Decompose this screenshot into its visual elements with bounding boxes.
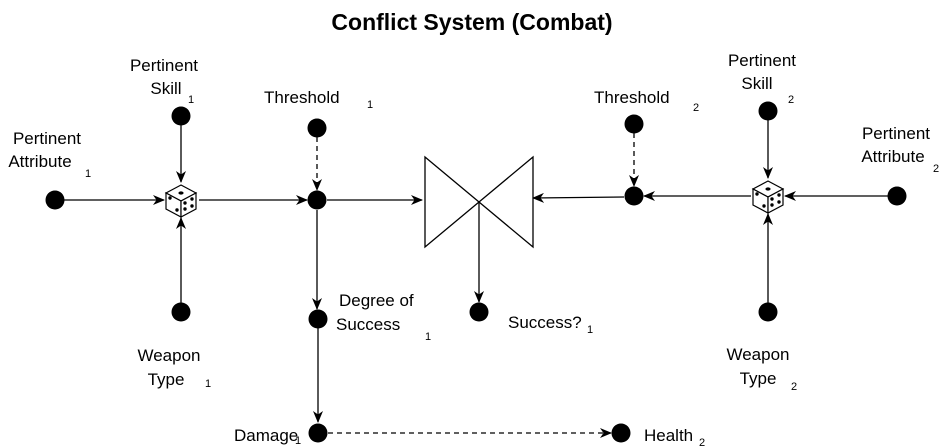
label-success-sub: 1: [587, 324, 593, 336]
label-weapon2-line1: Weapon: [726, 345, 789, 364]
node-success: [469, 302, 489, 322]
node-threshold1: [307, 118, 327, 138]
node-health2: [611, 423, 631, 443]
edges: [55, 111, 897, 438]
label-attr2-line2: Attribute: [861, 147, 924, 166]
label-attr2-line1: Pertinent: [862, 124, 930, 143]
label-damage1-sub: 1: [295, 435, 301, 447]
label-degree1-line1: Degree of: [339, 291, 414, 310]
node-attribute2: [887, 186, 907, 206]
edge-node2-to-comparator: [532, 192, 625, 203]
diagram-title: Conflict System (Combat): [331, 9, 612, 35]
label-skill2-line2: Skill: [741, 74, 772, 93]
label-health2-sub: 2: [699, 437, 705, 448]
dice-icon: [164, 184, 198, 218]
label-weapon2-sub: 2: [791, 381, 797, 393]
node-degree-of-success1: [308, 309, 328, 329]
dice-icon: [751, 180, 785, 214]
node-weapon1: [171, 302, 191, 322]
label-weapon1-line2: Type: [148, 370, 185, 389]
label-skill1-line2: Skill: [150, 79, 181, 98]
label-attr1-sub: 1: [85, 168, 91, 180]
label-success: Success?: [508, 313, 582, 332]
label-health2: Health: [644, 426, 693, 445]
node-weapon2: [758, 302, 778, 322]
label-damage1: Damage: [234, 426, 298, 445]
node-attribute1: [45, 190, 65, 210]
label-threshold1-sub: 1: [367, 99, 373, 111]
node-damage1: [308, 423, 328, 443]
label-attr2-sub: 2: [933, 163, 939, 175]
label-skill2-line1: Pertinent: [728, 51, 796, 70]
label-threshold1: Threshold: [264, 88, 340, 107]
nodes: [45, 101, 907, 443]
label-degree1-sub: 1: [425, 331, 431, 343]
label-skill2-sub: 2: [788, 94, 794, 106]
node-skill1: [171, 106, 191, 126]
node-check1: [307, 190, 327, 210]
node-skill2: [758, 101, 778, 121]
label-skill1-line1: Pertinent: [130, 56, 198, 75]
label-threshold2-sub: 2: [693, 102, 699, 114]
label-weapon1-line1: Weapon: [137, 346, 200, 365]
label-degree1-line2: Success: [336, 315, 400, 334]
label-skill1-sub: 1: [188, 94, 194, 106]
node-check2: [624, 186, 644, 206]
label-weapon2-line2: Type: [740, 369, 777, 388]
bowtie-gate-icon: [424, 155, 534, 249]
label-attr1-line2: Attribute: [8, 152, 71, 171]
labels: Pertinent Skill 1 Pertinent Attribute 1 …: [8, 51, 939, 448]
label-threshold2: Threshold: [594, 88, 670, 107]
label-weapon1-sub: 1: [205, 378, 211, 390]
label-attr1-line1: Pertinent: [13, 129, 81, 148]
node-threshold2: [624, 114, 644, 134]
